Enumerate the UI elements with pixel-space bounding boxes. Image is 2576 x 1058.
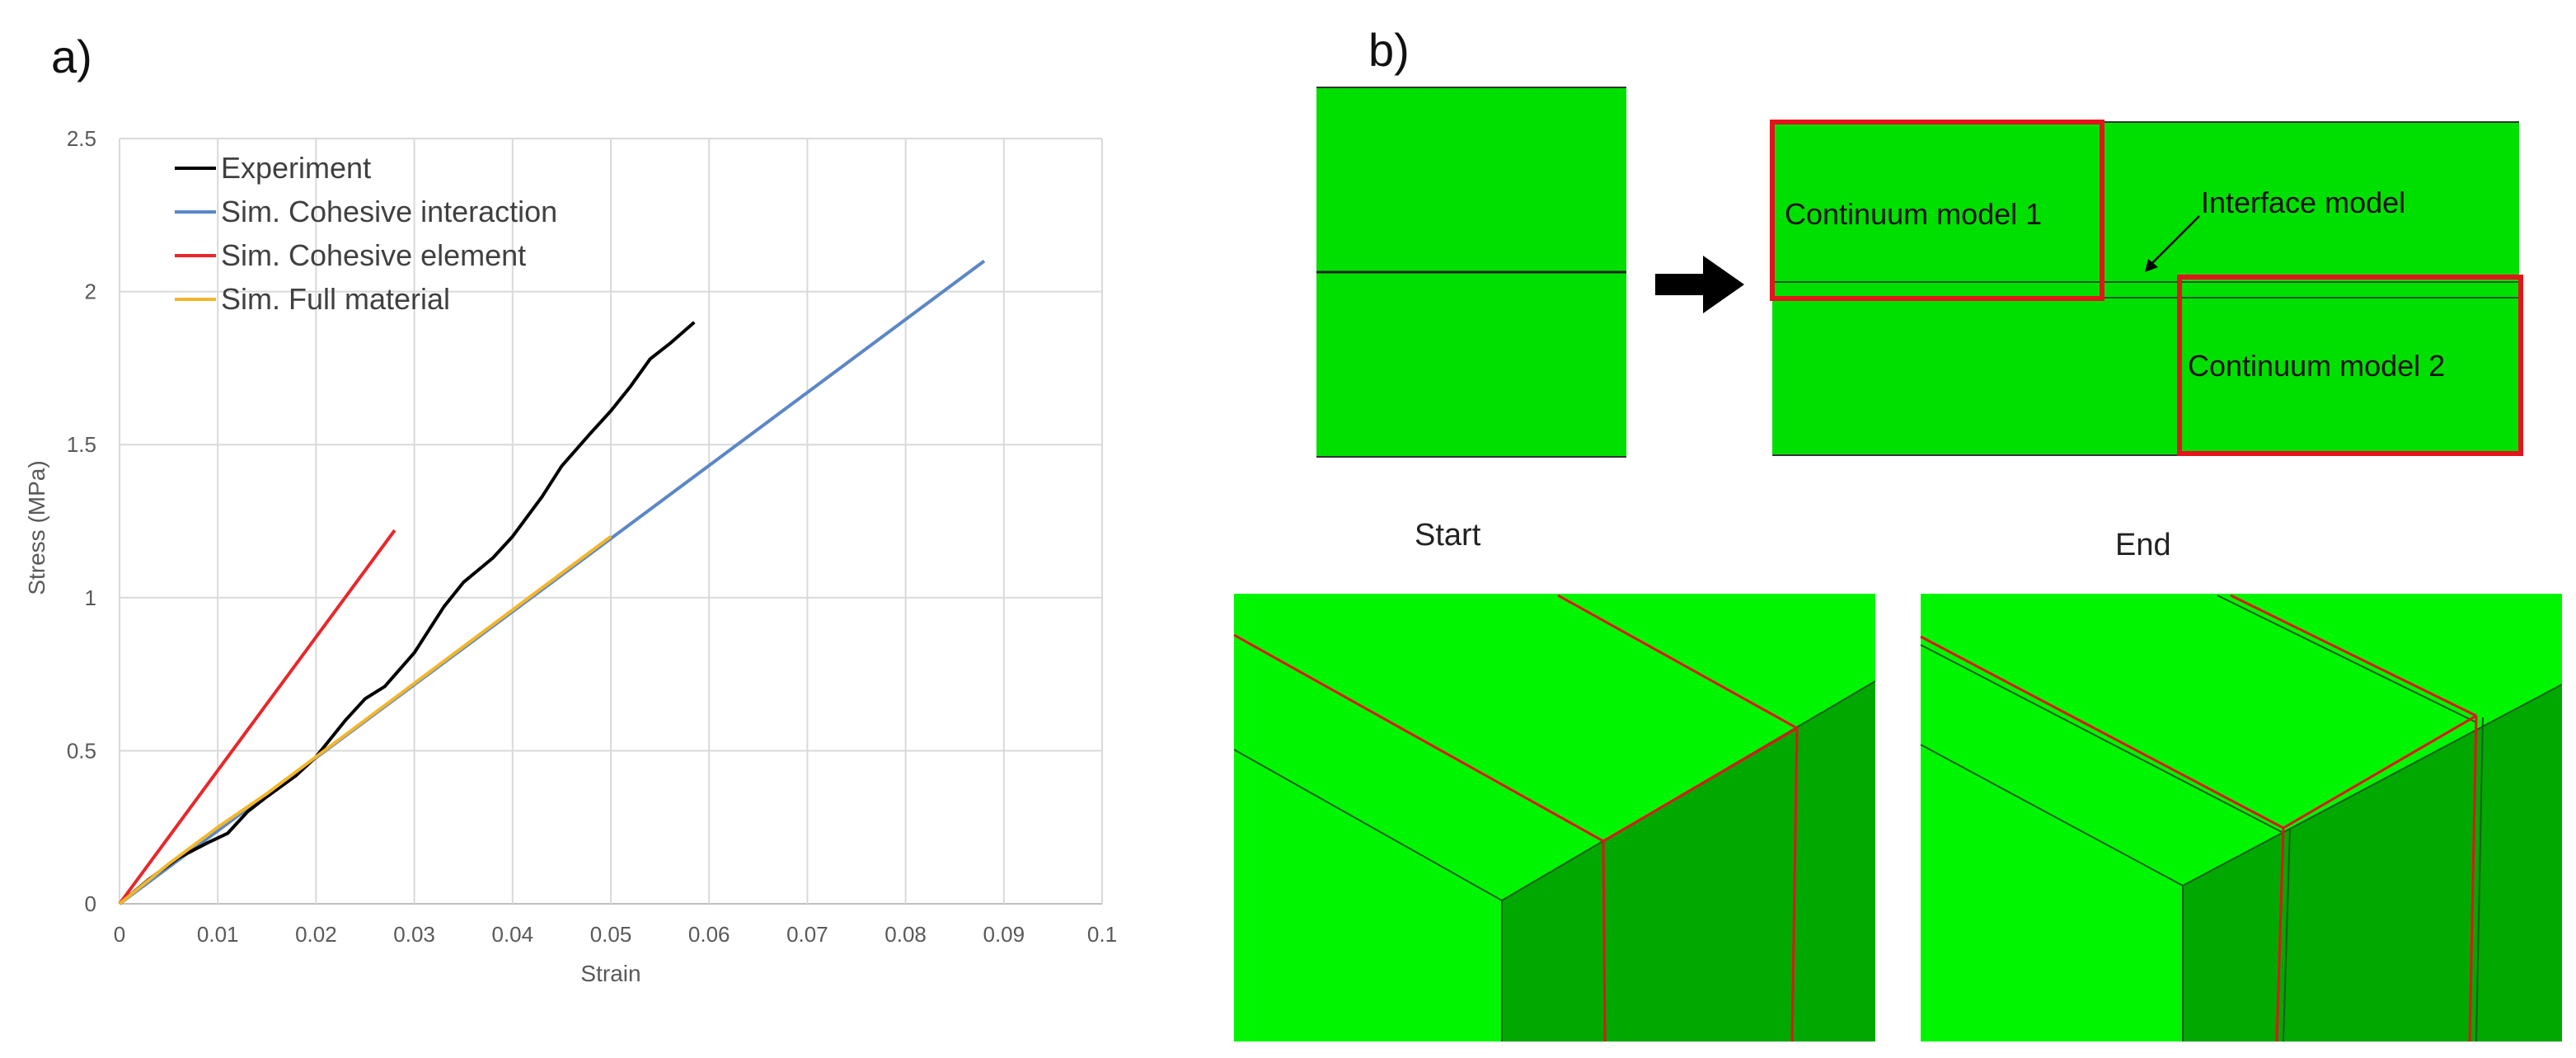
end-block <box>1772 122 2519 455</box>
caption-start: Start <box>1415 518 1481 553</box>
panel-a-label: a) <box>51 31 92 82</box>
continuum-model-1-label: Continuum model 1 <box>1785 197 2042 231</box>
start-red-line-front <box>1602 726 1798 843</box>
chart-series <box>118 259 986 905</box>
start-red-line-top-right <box>1557 594 1798 730</box>
x-tick-label: 0.09 <box>983 922 1025 947</box>
continuum-model-2-box <box>2177 275 2523 456</box>
end-red-line-top-left-a <box>1920 635 2284 830</box>
end-red-line-front <box>2283 714 2477 830</box>
y-tick-label: 0 <box>85 891 96 916</box>
y-tick-label: 2.5 <box>67 126 96 151</box>
end-red-line-vertical-1b <box>2283 827 2291 1042</box>
end-red-line-top-right-b <box>2217 595 2477 723</box>
x-tick-label: 0.07 <box>786 922 828 947</box>
y-tick-label: 0.5 <box>67 738 96 763</box>
continuum-model-1-box <box>1770 120 2104 301</box>
x-tick-label: 0.1 <box>1087 922 1117 947</box>
end-3d-view <box>1920 594 2563 1042</box>
y-tick-labels: 0 0.5 1 1.5 2 2.5 <box>67 126 96 916</box>
series-line-sim-cohesive-element <box>118 529 396 905</box>
stress-strain-chart: 0 0.5 1 1.5 2 2.5 0 0.01 0.02 0.03 0.04 0.05 0.06 0.… <box>24 126 1117 986</box>
start-red-line-vertical-1 <box>1602 840 1607 1042</box>
x-tick-label: 0 <box>114 922 125 947</box>
end-red-line-vertical-1a <box>2275 827 2285 1042</box>
y-axis-title: Stress (MPa) <box>24 460 49 595</box>
end-red-line-vertical-2a <box>2468 715 2478 1042</box>
y-tick-label: 1 <box>85 585 96 610</box>
end-red-line-top-right-a <box>2230 594 2477 717</box>
x-tick-label: 0.03 <box>393 922 435 947</box>
schematic-diagram: Continuum model 1 Continuum model 2 Inte… <box>1233 87 2563 1042</box>
x-axis-title: Strain <box>580 961 640 986</box>
chart-grid <box>119 138 1103 905</box>
start-red-line-vertical-2 <box>1790 727 1799 1042</box>
legend-label: Experiment <box>221 151 371 185</box>
x-tick-label: 0.02 <box>295 922 337 947</box>
x-tick-label: 0.05 <box>590 922 632 947</box>
x-tick-label: 0.08 <box>884 922 927 947</box>
y-tick-label: 1.5 <box>67 432 96 457</box>
legend-label: Sim. Cohesive element <box>221 238 526 272</box>
series-line-sim-full-material <box>118 534 612 905</box>
y-tick-label: 2 <box>85 280 96 304</box>
series-line-experiment <box>118 321 696 905</box>
x-tick-label: 0.06 <box>688 922 730 947</box>
x-tick-label: 0.01 <box>197 922 239 947</box>
start-red-line-top-left <box>1233 633 1604 843</box>
interface-model-label: Interface model <box>2201 186 2405 219</box>
caption-end: End <box>2115 528 2171 562</box>
end-red-line-top-left-b <box>1920 644 2284 834</box>
continuum-model-2-label: Continuum model 2 <box>2188 349 2445 383</box>
x-tick-labels: 0 0.01 0.02 0.03 0.04 0.05 0.06 0.07 0.08 0.09 0.1 <box>114 922 1117 947</box>
legend-label: Sim. Cohesive interaction <box>221 195 557 228</box>
x-tick-label: 0.04 <box>491 922 533 947</box>
panel-b-label: b) <box>1368 24 1410 76</box>
end-red-line-vertical-2b <box>2475 717 2484 1042</box>
legend-label: Sim. Full material <box>221 282 450 316</box>
start-3d-view <box>1233 594 1876 1042</box>
interface-pointer-arrow <box>2145 215 2200 272</box>
right-arrow-icon <box>1655 256 1744 313</box>
